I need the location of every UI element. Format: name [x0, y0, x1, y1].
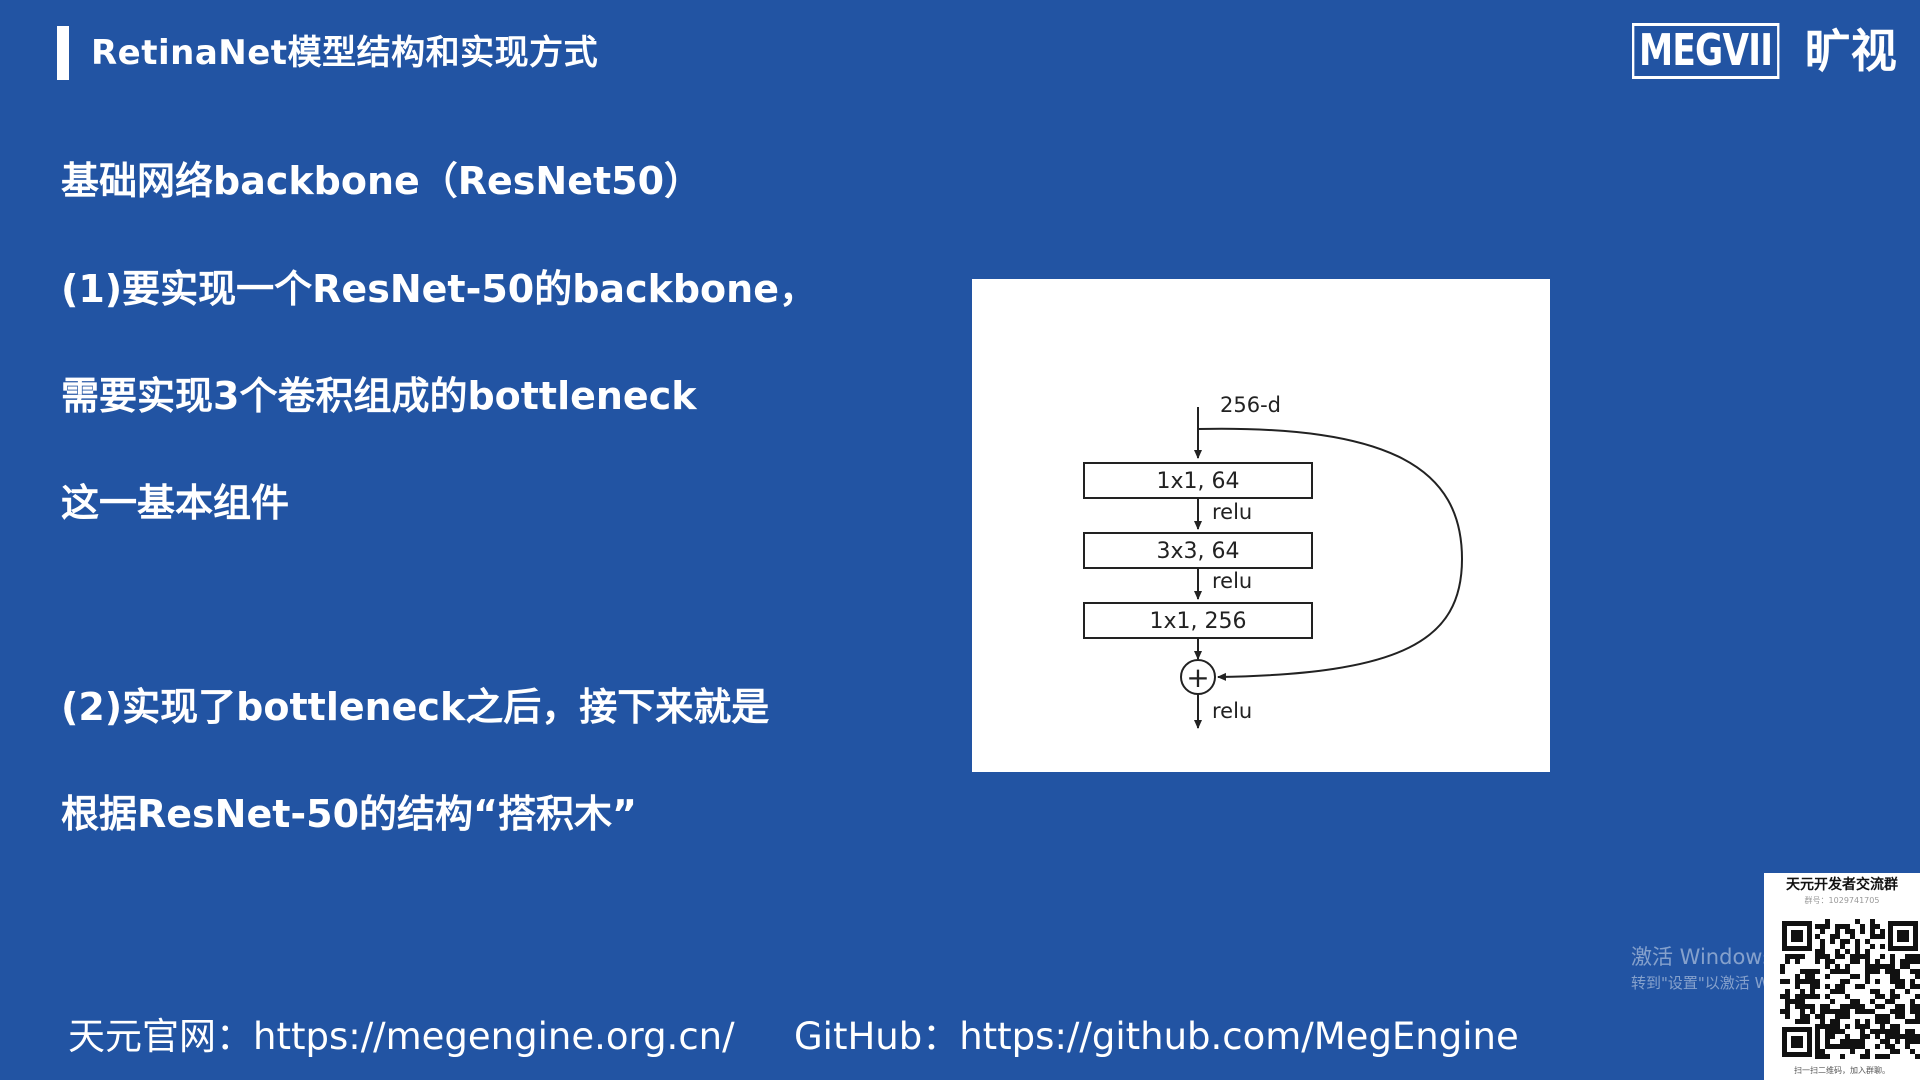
relu-label-1: relu [1212, 500, 1252, 524]
footer-github-label: GitHub： [794, 1015, 960, 1058]
heading-backbone: 基础网络backbone（ResNet50） [61, 159, 703, 203]
conv-block-3-label: 1x1, 256 [1150, 609, 1247, 634]
text-line-5: 根据ResNet-50的结构“搭积木” [61, 792, 637, 836]
qr-card-subtitle: 群号：1029741705 [1804, 896, 1880, 905]
title-accent-bar [57, 26, 69, 80]
qr-card: 天元开发者交流群 群号：1029741705 扫一扫二维码，加入群聊。 [1764, 873, 1920, 1080]
conv-block-2-label: 3x3, 64 [1157, 539, 1240, 564]
footer-site-url[interactable]: https://megengine.org.cn/ [253, 1015, 735, 1058]
qr-card-caption: 扫一扫二维码，加入群聊。 [1794, 1066, 1890, 1075]
skip-connection [1197, 427, 1464, 681]
conv-block-1-label: 1x1, 64 [1157, 469, 1240, 494]
bottleneck-diagram: 256-d 1x1, 64 relu 3x3, 64 relu 1x1, 256… [972, 279, 1550, 772]
add-symbol: + [1186, 661, 1209, 694]
text-line-3: 这一基本组件 [61, 481, 290, 525]
logo-chinese: 旷视 [1804, 24, 1897, 78]
conv-block-1 [1083, 462, 1313, 499]
text-line-2: 需要实现3个卷积组成的bottleneck [61, 374, 697, 418]
qr-code-icon [1780, 919, 1920, 1059]
footer-site: 天元官网：https://megengine.org.cn/ [68, 1009, 735, 1065]
relu-label-3: relu [1212, 699, 1252, 723]
footer-github: GitHub：https://github.com/MegEngine [794, 1009, 1519, 1065]
logo-wordmark: MEGVII [1632, 23, 1780, 79]
slide-title: RetinaNet模型结构和实现方式 [91, 33, 599, 73]
watermark-line-1: 激活 Windows [1631, 945, 1774, 969]
qr-card-title: 天元开发者交流群 [1786, 877, 1898, 893]
input-dim-label: 256-d [1220, 393, 1281, 417]
relu-label-2: relu [1212, 569, 1252, 593]
conv-block-3 [1083, 602, 1313, 639]
text-line-1: (1)要实现一个ResNet-50的backbone， [61, 267, 817, 311]
footer-site-label: 天元官网： [68, 1015, 253, 1058]
footer-github-url[interactable]: https://github.com/MegEngine [959, 1015, 1519, 1058]
text-line-4: (2)实现了bottleneck之后，接下来就是 [61, 685, 770, 729]
megvii-logo: MEGVII 旷视 [1632, 22, 1897, 80]
conv-block-2 [1083, 532, 1313, 569]
